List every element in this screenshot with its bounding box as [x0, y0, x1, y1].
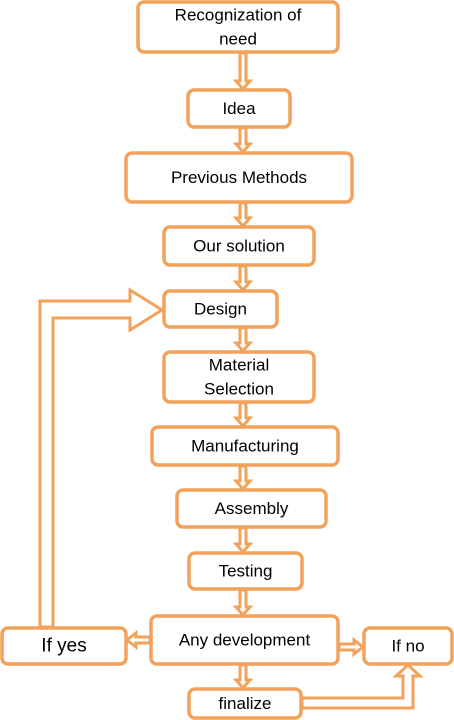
node-box-manufacturing: [150, 425, 340, 467]
node-label-our-solution: Our solution: [193, 237, 285, 256]
node-label-material-selection-line-1: Material: [209, 356, 269, 375]
node-box-our-solution: [162, 225, 316, 267]
node-label-idea: Idea: [222, 99, 256, 118]
arrow-material-selection-to-manufacturing: [232, 401, 254, 429]
node-label-material-selection-line-2: Selection: [204, 380, 274, 399]
node-label-recognition-line-1: Recognization of: [175, 6, 302, 25]
node-label-recognition-line-2: need: [219, 30, 257, 49]
arrow-if-yes-to-design: [38, 287, 165, 629]
arrow-any-development-to-if-no: [337, 636, 366, 658]
arrow-assembly-to-testing: [232, 526, 254, 555]
node-label-if-yes: If yes: [41, 636, 86, 657]
node-box-any-development: [149, 614, 340, 666]
node-testing: Testing: [187, 551, 304, 591]
node-label-previous-methods: Previous Methods: [171, 168, 307, 187]
arrow-recognition-to-idea: [232, 51, 254, 92]
node-finalize: finalize: [187, 687, 303, 720]
node-label-testing: Testing: [219, 562, 273, 581]
node-box-if-no: [362, 626, 454, 666]
node-box-if-yes: [0, 626, 128, 666]
arrows-layer: [38, 51, 424, 710]
node-our-solution: Our solution: [162, 225, 316, 267]
arrow-any-development-to-if-yes: [124, 629, 152, 651]
node-box-assembly: [175, 488, 328, 529]
arrow-any-development-to-finalize: [232, 663, 254, 691]
arrow-idea-to-previous-methods: [232, 126, 254, 155]
node-label-manufacturing: Manufacturing: [191, 437, 299, 456]
node-box-material-selection: [162, 350, 316, 404]
node-box-previous-methods: [124, 151, 354, 204]
node-box-recognition: [136, 0, 340, 54]
node-label-assembly: Assembly: [215, 499, 289, 518]
arrow-previous-methods-to-our-solution: [232, 201, 254, 229]
node-any-development: Any development: [149, 614, 340, 666]
node-assembly: Assembly: [175, 488, 328, 529]
arrow-manufacturing-to-assembly: [232, 464, 254, 492]
arrow-design-to-material-selection: [232, 326, 254, 354]
node-label-any-development: Any development: [179, 631, 311, 650]
node-label-design: Design: [194, 300, 247, 319]
node-box-finalize: [187, 687, 303, 720]
node-manufacturing: Manufacturing: [150, 425, 340, 467]
node-design: Design: [162, 289, 279, 329]
arrow-testing-to-any-development: [232, 588, 254, 618]
node-if-no: If no: [362, 626, 454, 666]
node-previous-methods: Previous Methods: [124, 151, 354, 204]
node-recognition: Recognization of need: [136, 0, 340, 54]
node-if-yes: If yes: [0, 626, 128, 666]
node-box-testing: [187, 551, 304, 591]
node-box-idea: [186, 88, 292, 129]
node-label-if-no: If no: [391, 637, 424, 656]
arrow-finalize-to-if-no: [300, 662, 424, 710]
arrow-our-solution-to-design: [232, 264, 254, 293]
node-label-finalize: finalize: [219, 694, 272, 713]
node-idea: Idea: [186, 88, 292, 129]
node-box-design: [162, 289, 279, 329]
